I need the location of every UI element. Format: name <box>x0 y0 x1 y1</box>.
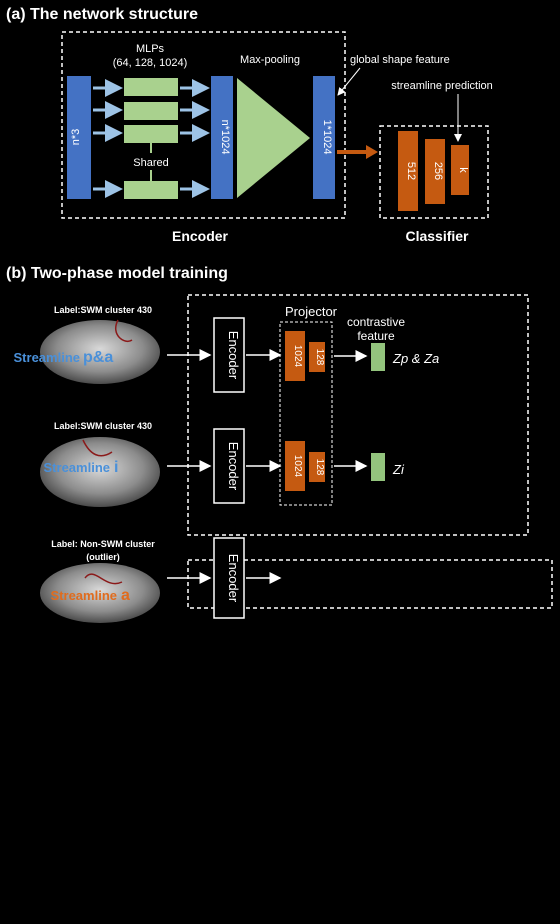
classifier-layer-label: 512 <box>405 162 417 180</box>
mlp-block <box>124 181 178 199</box>
row2-feature-label: Zi <box>392 462 405 477</box>
row1-feature-label: Zp & Za <box>392 351 439 366</box>
features-label: n*1024 <box>219 120 231 155</box>
row1-streamline: Streamline <box>14 350 80 365</box>
section-a-title: (a) The network structure <box>6 6 198 23</box>
row3-label: Label: Non-SWM cluster <box>51 539 155 549</box>
brain-image <box>40 437 160 507</box>
global-feature-label: 1*1024 <box>321 120 333 155</box>
streamline-prediction-label: streamline prediction <box>391 80 493 92</box>
features-block <box>211 76 233 199</box>
classifier-caption: Classifier <box>405 228 469 244</box>
row1-dim1: 1024 <box>292 345 303 368</box>
contrastive-feature-label-2: feature <box>357 329 395 343</box>
classifier-layer-256 <box>425 139 445 204</box>
row2-proj-128 <box>309 452 325 482</box>
classifier-layer-label: k <box>457 167 469 173</box>
classifier-layer-512 <box>398 131 418 211</box>
input-label: n*3 <box>70 129 82 146</box>
encoder-to-classifier-arrowhead <box>366 145 378 159</box>
streamline-trace <box>82 439 113 457</box>
row3-streamline: Streamline <box>51 588 117 603</box>
mlps-sizes: (64, 128, 1024) <box>113 57 188 69</box>
mlp-block <box>124 102 178 120</box>
phase1-box <box>187 294 529 536</box>
row2-label: Label:SWM cluster 430 <box>54 421 152 431</box>
row3-label-2: (outlier) <box>86 552 120 562</box>
global-shape-feature-label: global shape feature <box>350 54 450 66</box>
projector-title: Projector <box>285 304 338 319</box>
encoder-caption: Encoder <box>172 228 229 244</box>
row2-proj-1024 <box>285 441 305 491</box>
input-block <box>67 76 91 199</box>
classifier-box <box>379 125 489 219</box>
row1-encoder-label: Encoder <box>226 331 241 380</box>
row2-streamline: Streamline <box>44 460 110 475</box>
row1-encoder <box>213 317 245 393</box>
row2-feature <box>371 453 385 481</box>
row3-suffix: a <box>121 587 130 604</box>
global-feature-block <box>313 76 335 199</box>
mlp-block <box>124 78 178 96</box>
streamline-trace <box>84 573 123 585</box>
row3-encoder <box>213 537 245 619</box>
encoder-box <box>61 31 346 219</box>
mlps-label: MLPs <box>136 43 165 55</box>
row3-encoder-label: Encoder <box>226 554 241 603</box>
projector-box <box>279 321 333 506</box>
row1-dim2: 128 <box>314 349 325 366</box>
classifier-layer-label: 256 <box>432 162 444 180</box>
row2-dim2: 128 <box>314 459 325 476</box>
row1-feature <box>371 343 385 371</box>
maxpool-triangle <box>237 78 310 198</box>
row1-suffix: p&a <box>83 349 113 366</box>
row2-dim1: 1024 <box>292 455 303 478</box>
row1-label: Label:SWM cluster 430 <box>54 305 152 315</box>
maxpool-label: Max-pooling <box>240 54 300 66</box>
row1-proj-128 <box>309 342 325 372</box>
row2-suffix: i <box>114 459 118 476</box>
brain-image <box>40 320 160 384</box>
classifier-layer-k <box>451 145 469 195</box>
streamline-trace <box>115 319 133 342</box>
mlp-block <box>124 125 178 143</box>
row2-encoder-label: Encoder <box>226 442 241 491</box>
row2-encoder <box>213 428 245 504</box>
global-shape-pointer <box>337 67 361 96</box>
row1-proj-1024 <box>285 331 305 381</box>
brain-image <box>40 563 160 623</box>
contrastive-feature-label: contrastive <box>347 315 405 329</box>
phase2-box <box>187 559 553 609</box>
section-b-title: (b) Two-phase model training <box>6 265 228 282</box>
shared-label: Shared <box>133 157 168 169</box>
